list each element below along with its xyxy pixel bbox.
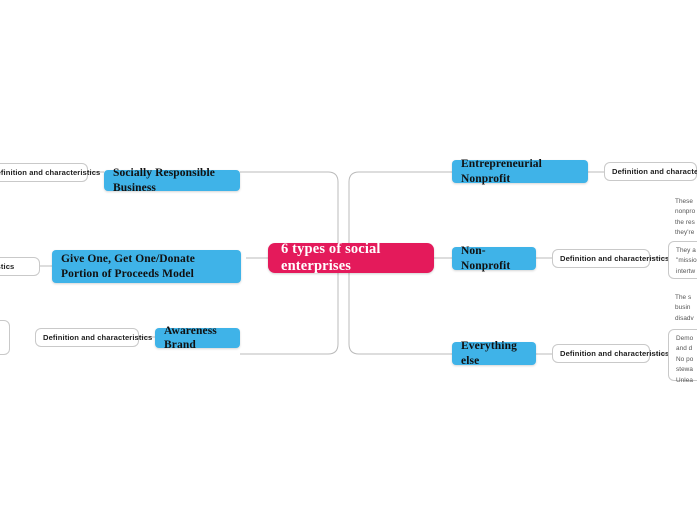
topic-awareness-brand[interactable]: Awareness Brand bbox=[155, 325, 240, 351]
topic-label: Give One, Get One/Donate Portion of Proc… bbox=[61, 253, 195, 280]
detail-entrepreneurial-nonprofit: These nonpro the res they're bbox=[668, 196, 697, 238]
root-node[interactable]: 6 types of social enterprises bbox=[268, 241, 434, 274]
topic-socially-responsible-business[interactable]: Socially Responsible Business bbox=[104, 167, 240, 194]
detail-everything-else-list: Demo and d No po stewa Unlea bbox=[668, 329, 697, 384]
topic-label: Socially Responsible Business bbox=[113, 167, 216, 194]
topic-entrepreneurial-nonprofit[interactable]: Entrepreneurial Nonprofit bbox=[452, 158, 588, 185]
subtopic-label: Definition and characteristics bbox=[612, 167, 697, 176]
detail-text: They a "missio intertw bbox=[676, 247, 697, 275]
detail-text: These nonpro the res they're bbox=[675, 198, 696, 237]
subtopic-awareness-brand[interactable]: Definition and characteristics bbox=[35, 328, 152, 347]
subtopic-label: Definition and characteristics bbox=[560, 349, 670, 358]
root-label: 6 types of social enterprises bbox=[281, 241, 381, 274]
topic-label: Everything else bbox=[461, 340, 517, 367]
detail-text: The s busin disadv bbox=[675, 294, 694, 322]
subtopic-everything-else[interactable]: Definition and characteristics bbox=[552, 344, 669, 363]
detail-non-nonprofit: They a "missio intertw bbox=[668, 241, 697, 279]
subtopic-label: Definition and characteristics bbox=[0, 168, 101, 177]
topic-non-nonprofit[interactable]: Non-Nonprofit bbox=[452, 245, 536, 272]
topic-give-one-get-one[interactable]: Give One, Get One/Donate Portion of Proc… bbox=[52, 250, 241, 283]
subtopic-label: cteristics bbox=[0, 262, 15, 271]
subtopic-entrepreneurial-nonprofit[interactable]: Definition and characteristics bbox=[604, 162, 697, 181]
detail-everything-else-summary: The s busin disadv bbox=[668, 292, 697, 324]
subtopic-give-one-get-one[interactable]: cteristics bbox=[0, 257, 40, 276]
subtopic-socially-responsible-business[interactable]: Definition and characteristics bbox=[0, 163, 100, 182]
subtopic-non-nonprofit[interactable]: Definition and characteristics bbox=[552, 249, 669, 268]
detail-awareness-brand-box bbox=[0, 320, 10, 355]
topic-everything-else[interactable]: Everything else bbox=[452, 340, 536, 367]
topic-label: Non-Nonprofit bbox=[461, 245, 511, 272]
topic-label: Awareness Brand bbox=[164, 324, 217, 351]
topic-label: Entrepreneurial Nonprofit bbox=[461, 158, 542, 185]
detail-text: Demo and d No po stewa Unlea bbox=[676, 335, 694, 384]
subtopic-label: Definition and characteristics bbox=[43, 333, 153, 342]
subtopic-label: Definition and characteristics bbox=[560, 254, 670, 263]
